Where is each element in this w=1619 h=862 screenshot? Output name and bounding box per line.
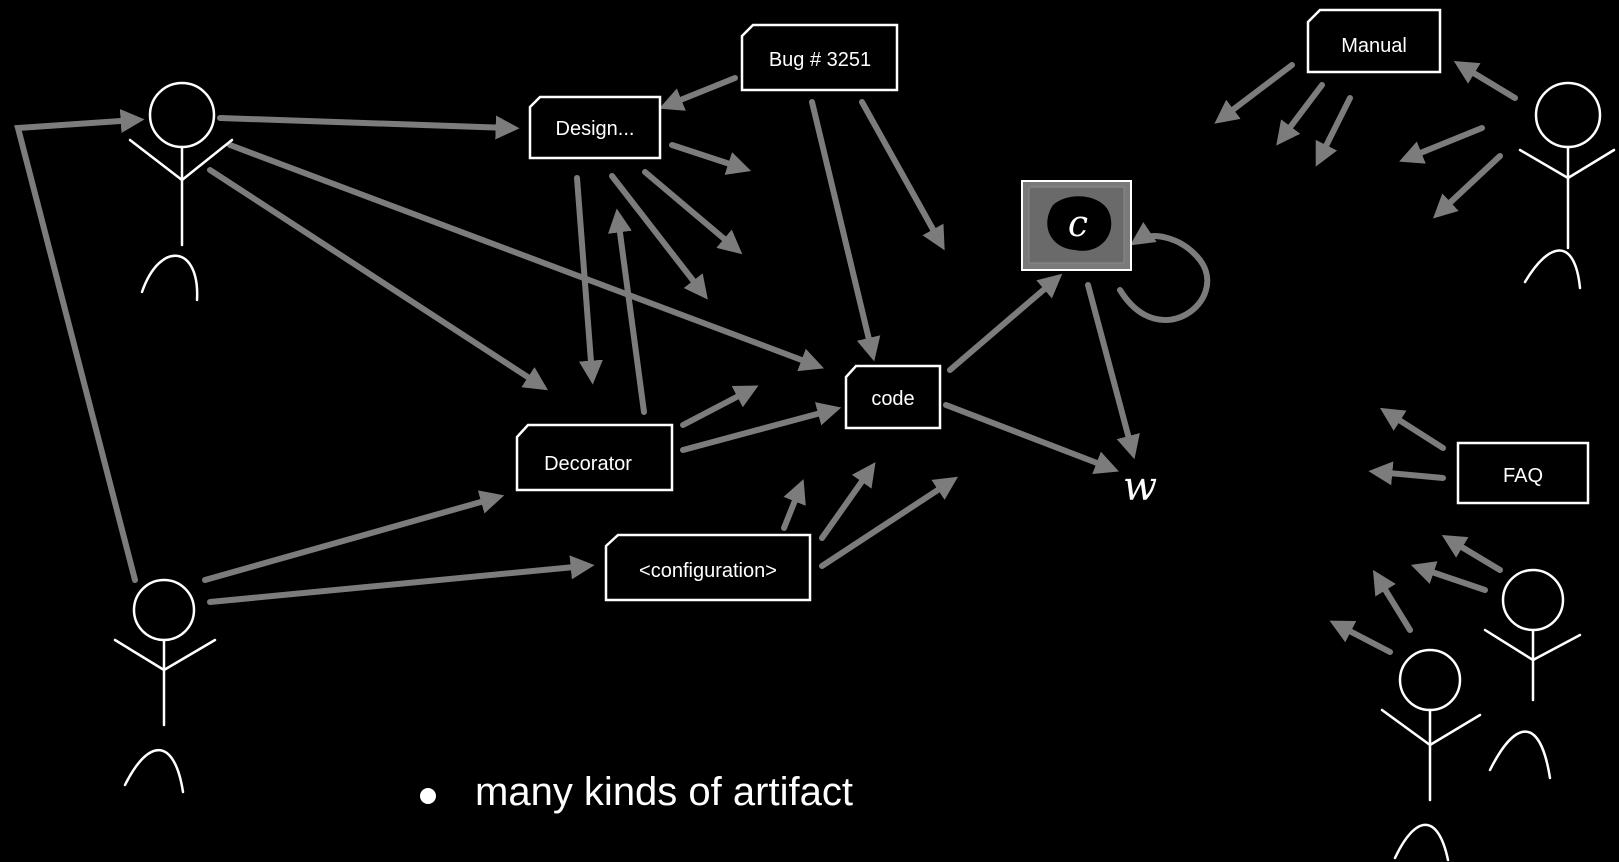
arrow-bottom-person-to-decorator <box>202 490 505 583</box>
arrow-br-out-2 <box>1410 561 1488 593</box>
faq-label: FAQ <box>1503 465 1543 487</box>
arrow-design-out-1 <box>669 142 752 175</box>
arrow-design-out-2 <box>642 169 743 255</box>
arrow-top-person-to-decorator <box>207 167 549 391</box>
manual-document <box>1306 8 1442 74</box>
configuration-label: <configuration> <box>639 560 777 582</box>
arrow-br-out-4 <box>1329 620 1393 655</box>
code-document <box>844 364 942 430</box>
stick-figure-user-top-right <box>1518 81 1616 290</box>
arrow-decorator-to-code <box>680 402 842 453</box>
arrow-br-out-1 <box>1441 535 1503 573</box>
stick-figure-user-bottom-right-2 <box>1380 648 1482 862</box>
faq-document <box>1456 441 1590 505</box>
arrow-top-person-to-code <box>227 142 824 372</box>
design-label: Design... <box>556 118 635 140</box>
arrow-configuration-out-1 <box>781 479 806 531</box>
bug-label: Bug # 3251 <box>769 49 871 71</box>
manual-label: Manual <box>1341 35 1407 57</box>
arrow-decorator-to-design <box>608 208 647 415</box>
arrow-manual-out-1 <box>1214 62 1295 124</box>
arrow-design-to-decorator <box>574 175 603 385</box>
arrow-bug-to-design <box>659 75 738 111</box>
bug-document <box>740 23 899 92</box>
arrow-right-person-out-2 <box>1432 153 1503 219</box>
arrow-configuration-out-2 <box>819 462 876 541</box>
compiled-artifact <box>1021 180 1132 271</box>
configuration-document <box>604 533 812 602</box>
compiled-label: c <box>1068 204 1088 245</box>
stick-figure-developer-bottom <box>113 578 217 794</box>
arrow-bug-outgoing <box>859 99 945 251</box>
arrow-compiled-to-output <box>1085 282 1140 460</box>
decorator-document <box>515 423 674 492</box>
stick-figure-developer-top <box>128 81 234 302</box>
arrows <box>14 61 1518 655</box>
arrow-code-to-output <box>943 402 1119 475</box>
arrow-right-person-to-manual <box>1453 61 1518 101</box>
arrow-code-to-compiled <box>947 273 1063 373</box>
bullet-dot <box>420 788 436 804</box>
arrow-faq-out-1 <box>1379 407 1446 451</box>
arrow-compiled-loop <box>1117 222 1211 323</box>
arrow-right-person-out-1 <box>1399 125 1485 164</box>
arrow-br-out-3 <box>1372 569 1413 633</box>
design-document <box>528 95 662 160</box>
arrow-bottom-person-to-configuration <box>207 555 595 605</box>
output-label: w <box>1123 464 1157 510</box>
arrow-manual-out-3 <box>1315 95 1353 167</box>
arrow-faq-out-2 <box>1368 461 1446 486</box>
code-label: code <box>871 388 914 410</box>
arrow-top-person-to-design <box>217 115 520 140</box>
arrow-decorator-out <box>680 385 759 428</box>
arrow-bottom-person-to-top-person <box>14 109 145 583</box>
arrow-manual-out-2 <box>1276 82 1325 146</box>
decorator-label: Decorator <box>544 453 632 475</box>
arrow-bug-to-code <box>809 99 881 362</box>
stick-figure-user-bottom-right-1 <box>1483 568 1582 780</box>
arrow-design-out-3 <box>609 173 708 300</box>
arrow-configuration-out-3 <box>819 476 959 569</box>
bullet-text: many kinds of artifact <box>475 770 853 814</box>
